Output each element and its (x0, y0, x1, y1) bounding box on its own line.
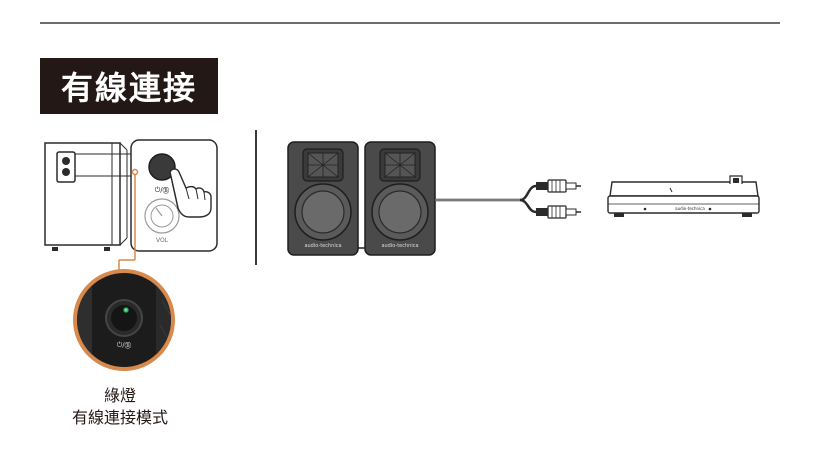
hand-icon (169, 168, 212, 218)
caption-wired-mode: 有線連接模式 (71, 408, 168, 427)
turntable: audio-technica (607, 175, 760, 217)
closeup-power-label: ⏻/Ⓑ (117, 341, 132, 349)
led-closeup: ⏻/Ⓑ (73, 269, 175, 371)
top-rule (40, 22, 780, 24)
green-led (123, 307, 129, 313)
speaker-left-brand: audio-technica (304, 243, 341, 249)
caption-green-light: 綠燈 (103, 386, 136, 405)
speaker-rear-view (44, 142, 128, 251)
callout-leader (118, 168, 139, 273)
divider (255, 130, 257, 265)
turntable-brand: audio-technica (675, 206, 705, 211)
control-panel: ⏻/Ⓑ VOL (130, 139, 218, 252)
section-title: 有線連接 (40, 58, 218, 114)
panel-power-label: ⏻/Ⓑ (155, 186, 170, 194)
rca-cable (435, 179, 581, 219)
speaker-left: audio-technica (287, 141, 359, 256)
panel-vol-label: VOL (156, 237, 169, 244)
speaker-right: audio-technica (364, 141, 436, 256)
speaker-right-brand: audio-technica (381, 243, 418, 249)
